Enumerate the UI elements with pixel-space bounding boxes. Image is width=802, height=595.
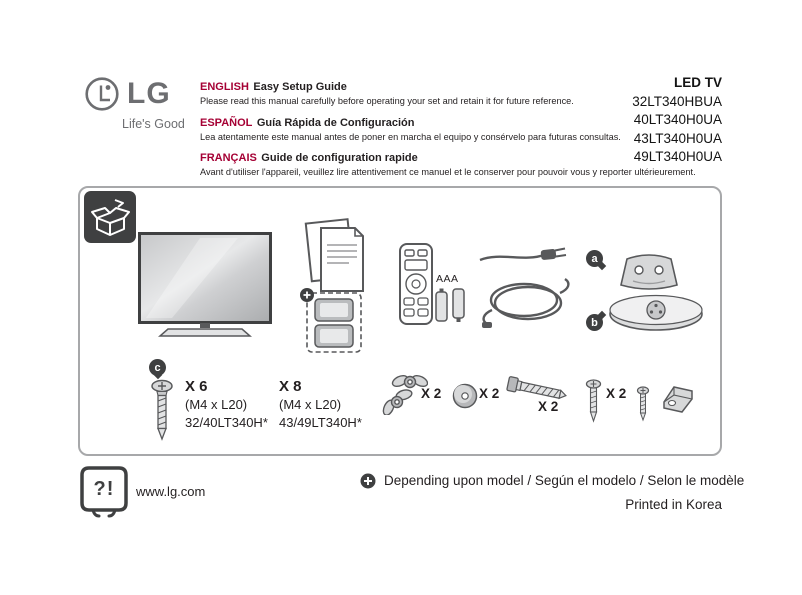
lang-label-french: FRANÇAIS bbox=[200, 152, 257, 164]
model-number: 40LT340H0UA bbox=[633, 112, 722, 127]
guide-title-spanish: Guía Rápida de Configuración bbox=[256, 116, 415, 129]
guide-title-french: Guide de configuration rapide bbox=[261, 152, 418, 164]
screw-spec-x8: X 8 (M4 x L20) 43/49LT340H* bbox=[279, 378, 362, 432]
printed-in-korea-label: Printed in Korea bbox=[625, 497, 722, 512]
mascot-face-text: ?! bbox=[93, 478, 115, 500]
screw-spec-x6: X 6 (M4 x L20) 32/40LT340H* bbox=[185, 378, 268, 432]
screw-large-icon bbox=[151, 379, 173, 441]
guide-body-spanish: Lea atentamente este manual antes de pon… bbox=[200, 131, 621, 142]
stand-neck-icon bbox=[620, 254, 678, 290]
model-number: 49LT340H0UA bbox=[633, 149, 722, 164]
battery-size-label: AAA bbox=[436, 273, 459, 285]
product-type-label: LED TV bbox=[673, 75, 722, 90]
tv-illustration bbox=[138, 232, 272, 337]
lg-symbol-icon bbox=[85, 77, 119, 111]
lg-tagline: Life's Good bbox=[122, 117, 185, 131]
open-box-icon bbox=[84, 191, 136, 243]
plus-note-icon bbox=[360, 473, 376, 489]
lg-logo: LG Life's Good bbox=[84, 76, 185, 131]
cable-coil-icon bbox=[482, 278, 570, 328]
lang-label-spanish: ESPAÑOL bbox=[200, 116, 253, 129]
badge-b: b bbox=[586, 314, 603, 331]
lang-label-english: ENGLISH bbox=[200, 81, 249, 93]
quick-guide-mascot-icon bbox=[80, 466, 128, 518]
model-number: 43LT340H0UA bbox=[633, 130, 722, 146]
lg-logo-row: LG bbox=[84, 76, 185, 112]
guide-title-english: Easy Setup Guide bbox=[253, 81, 347, 93]
model-list: LED TV 32LT340HBUA 40LT340H0UA 43LT340H0… bbox=[632, 74, 722, 167]
lg-logotype: LG bbox=[127, 77, 171, 110]
wing-bolt-icon bbox=[382, 375, 428, 415]
screw-qty-x8: X 8 bbox=[279, 378, 302, 395]
remote-control-icon bbox=[399, 243, 433, 325]
screw-medium-icon bbox=[585, 379, 602, 423]
lang-row-english: ENGLISH Easy Setup Guide Please read thi… bbox=[200, 77, 748, 108]
washer-icon bbox=[452, 383, 478, 409]
washer-qty: X 2 bbox=[479, 386, 500, 401]
box-contents-panel bbox=[78, 186, 722, 456]
badge-a: a bbox=[586, 250, 603, 267]
batteries-icon bbox=[435, 288, 465, 322]
model-dependency-note: Depending upon model / Según el modelo /… bbox=[384, 473, 745, 488]
stand-base-icon bbox=[609, 294, 703, 331]
badge-c: c bbox=[149, 359, 166, 376]
optional-cards-icon bbox=[300, 288, 362, 353]
screw-small-icon bbox=[636, 386, 650, 422]
guide-body-english: Please read this manual carefully before… bbox=[200, 96, 574, 106]
bracket-icon bbox=[663, 386, 693, 413]
screw-models-x6: 32/40LT340H* bbox=[185, 415, 268, 430]
website-url: www.lg.com bbox=[136, 484, 206, 499]
screw-size-x6: (M4 x L20) bbox=[185, 397, 248, 412]
guide-body-french: Avant d'utiliser l'appareil, veuillez li… bbox=[200, 167, 696, 177]
language-guide-text: ENGLISH Easy Setup Guide Please read thi… bbox=[200, 77, 748, 184]
lang-row-spanish: ESPAÑOL Guía Rápida de Configuración Lea… bbox=[200, 113, 748, 144]
screw-qty: X 2 bbox=[606, 386, 627, 401]
bolt-qty: X 2 bbox=[538, 399, 559, 414]
bolt-icon bbox=[506, 376, 567, 400]
model-number: 32LT340HBUA bbox=[632, 93, 722, 109]
screw-size-x8: (M4 x L20) bbox=[279, 397, 342, 412]
screw-models-x8: 43/49LT340H* bbox=[279, 415, 362, 430]
wing-bolt-qty: X 2 bbox=[421, 386, 442, 401]
power-cord-icon bbox=[479, 247, 567, 262]
manuals-icon bbox=[304, 218, 364, 292]
screw-qty-x6: X 6 bbox=[185, 378, 208, 395]
lang-row-french: FRANÇAIS Guide de configuration rapide A… bbox=[200, 148, 748, 179]
